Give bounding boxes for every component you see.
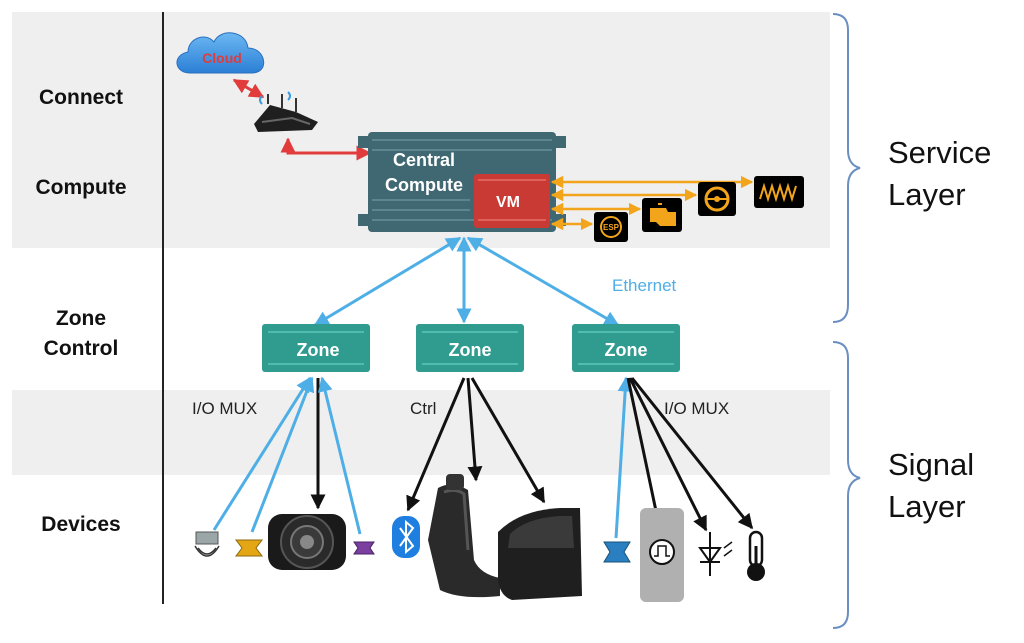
ctrl-link-bluetooth [406, 377, 466, 512]
ctrl-link-thermometer [630, 377, 754, 530]
esp-icon: ESP [594, 212, 628, 242]
bluetooth-icon [392, 516, 420, 558]
io-mux-left-label: I/O MUX [192, 399, 258, 418]
service-layer-label: Service Layer [888, 135, 992, 212]
car-seat-icon [428, 474, 500, 598]
gateway-compute-link [280, 137, 372, 161]
esp-icon-label: ESP [603, 223, 620, 232]
ethernet-link-zone-right [466, 236, 620, 327]
vm-box: VM [474, 174, 550, 228]
vm-label: VM [496, 194, 520, 211]
suspension-damper-icon [754, 176, 804, 208]
signal-layer-brace [832, 341, 861, 629]
io-link-sensor-purple [317, 376, 362, 535]
ctrl-link-photodiode [628, 377, 708, 532]
connector-yellow-icon [235, 539, 263, 557]
engine-warning-icon [642, 198, 682, 232]
cloud-icon: Cloud [176, 32, 264, 74]
signal-layer-label: Signal Layer [888, 447, 975, 524]
connector-purple-icon [353, 541, 375, 555]
io-link-sensor-grey [212, 376, 312, 531]
ctrl-link-pulse-sensor [626, 377, 665, 532]
cloud-label: Cloud [202, 50, 242, 66]
speaker-icon [268, 514, 346, 570]
zone-controller-center: Zone [416, 324, 524, 372]
row-label-zone-control: Zone Control [43, 307, 119, 360]
ethernet-link-zone-left [313, 236, 462, 327]
row-label-devices: Devices [41, 513, 121, 536]
signal-band [12, 390, 830, 475]
ultrasonic-sensor-icon [194, 531, 220, 557]
cloud-gateway-link [232, 78, 265, 99]
io-link-sensor-yellow [250, 376, 315, 533]
zone-controller-left: Zone [262, 324, 370, 372]
row-divider [162, 12, 164, 604]
row-label-connect: Connect [39, 86, 123, 109]
sensor-blue-icon [603, 541, 631, 563]
pulse-signal-sensor-icon [640, 508, 684, 602]
telematics-gateway-icon [254, 91, 318, 132]
thermometer-icon [747, 530, 765, 581]
central-compute-label-line1: Central [393, 150, 455, 170]
ctrl-link-seat [466, 377, 483, 482]
zone-center-label: Zone [449, 340, 492, 360]
ethernet-label: Ethernet [612, 276, 677, 295]
io-link-sensor-blue [614, 376, 633, 539]
row-label-compute: Compute [35, 176, 127, 199]
steering-wheel-icon [698, 182, 736, 216]
zone-controller-right: Zone [572, 324, 680, 372]
photodiode-icon [698, 532, 733, 576]
service-layer-brace [832, 13, 861, 323]
car-door-icon [498, 508, 582, 600]
io-mux-right-label: I/O MUX [664, 399, 730, 418]
ctrl-link-door [470, 377, 546, 504]
zone-left-label: Zone [297, 340, 340, 360]
central-compute-label-line2: Compute [385, 175, 463, 195]
ctrl-label: Ctrl [410, 399, 437, 418]
zone-right-label: Zone [605, 340, 648, 360]
